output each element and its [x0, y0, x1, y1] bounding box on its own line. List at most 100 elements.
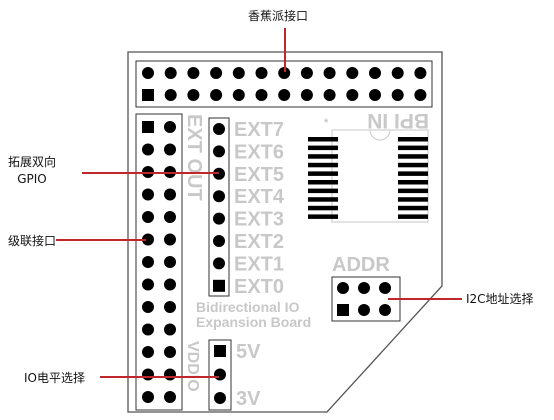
bpi-header-pin — [391, 67, 404, 79]
ic-leg — [308, 137, 338, 142]
bpi-header-pin — [255, 89, 268, 101]
ic-leg — [398, 154, 428, 159]
addr-header-pin — [358, 282, 370, 294]
ext-label: EXT3 — [234, 209, 284, 231]
cascade-header-pin — [164, 233, 176, 246]
ic-leg — [308, 180, 338, 185]
bpi-header-pin — [232, 67, 245, 79]
cascade-header-pin — [164, 368, 176, 381]
5v-silk: 5V — [236, 341, 261, 363]
ic-leg — [308, 154, 338, 159]
addr-silk: ADDR — [332, 254, 390, 276]
bpi-header-pin — [142, 67, 154, 79]
cascade-header-pin — [164, 121, 176, 133]
cascade-header-pin — [142, 121, 154, 133]
ic-leg — [308, 171, 338, 176]
cascade-header-pin — [142, 346, 154, 358]
ic-leg — [398, 171, 428, 176]
cascade-header-pin — [142, 323, 154, 336]
ic-leg — [308, 145, 338, 151]
board-name-line1: Bidirectional IO — [196, 299, 300, 315]
cascade-header-pin — [142, 188, 154, 201]
cascade-header-pin — [142, 301, 154, 313]
ic-leg — [398, 137, 428, 142]
bpi-header-pin — [278, 89, 291, 101]
ext-label: EXT2 — [234, 231, 284, 253]
bpi-header-pin — [187, 89, 200, 101]
bpi-header-pin — [232, 89, 245, 101]
cascade-header-pin — [164, 346, 176, 358]
bpi-header-pin — [255, 67, 268, 79]
addr-header-pin — [379, 304, 391, 316]
ic-leg — [308, 214, 338, 219]
cascade-header — [135, 113, 183, 411]
io-expander-chip — [308, 129, 429, 223]
ic-leg — [398, 214, 428, 219]
bpi-header-pin — [414, 89, 427, 101]
bpi-header-pin — [391, 89, 404, 101]
cascade-header-pin — [164, 143, 176, 156]
pin1-mark: * — [324, 117, 329, 129]
ic-leg — [308, 162, 338, 168]
cascade-header-pin — [142, 211, 154, 223]
addr-header-pin — [337, 304, 349, 316]
ic-leg — [398, 180, 428, 185]
ext-header-pin — [213, 279, 225, 292]
bpi-header-pin — [369, 67, 381, 79]
addr-header-pin — [337, 282, 349, 294]
bpi-header-pin — [164, 89, 177, 101]
ext-header — [208, 117, 230, 297]
ext-label: EXT6 — [234, 141, 284, 163]
label-io-level: IO电平选择 — [24, 371, 85, 385]
vddio-header-pin — [214, 345, 226, 357]
bpi-header-pin — [300, 67, 313, 79]
ic-leg — [308, 205, 338, 211]
cascade-header-pin — [142, 278, 154, 291]
ext-label: EXT0 — [234, 276, 284, 298]
ext-label: EXT7 — [234, 119, 284, 141]
bpi-header-pin — [210, 89, 223, 101]
cascade-header-pin — [142, 368, 154, 381]
cascade-header-pin — [142, 233, 154, 246]
vddio-silk: VDDIO — [184, 341, 201, 392]
addr-header-pin — [358, 304, 370, 316]
ic-leg — [308, 188, 338, 194]
bpi-header-pin — [164, 67, 177, 79]
bpi-header-pin — [210, 67, 223, 79]
ext-header-pin — [213, 145, 225, 158]
bpi-in-silk: BPI IN — [367, 109, 429, 132]
ext-header-pin — [213, 190, 225, 203]
vddio-header — [208, 339, 232, 411]
ext-label: EXT4 — [234, 186, 285, 208]
ext-label: EXT1 — [234, 253, 284, 275]
cascade-header-pin — [164, 323, 176, 336]
label-bpi-interface: 香蕉派接口 — [248, 9, 309, 23]
label-ext-gpio: 拓展双向 GPIO — [8, 155, 57, 186]
ext-header-pin — [213, 235, 225, 247]
label-i2c-addr: I2C地址选择 — [466, 292, 534, 306]
cascade-header-pin — [164, 391, 176, 403]
cascade-header-pin — [142, 256, 154, 268]
bpi-header-pin — [187, 67, 200, 79]
vddio-header-pin — [214, 392, 226, 404]
cascade-header-pin — [142, 143, 154, 156]
3v-silk: 3V — [236, 388, 261, 410]
cascade-header-pin — [164, 256, 176, 268]
ic-leg — [398, 162, 428, 168]
bpi-header-pin — [142, 89, 154, 101]
bpi-header-pin — [323, 89, 336, 101]
bpi-header-pin — [369, 89, 381, 101]
bpi-header-pin — [300, 89, 313, 101]
ext-out-silk: EXT OUT — [183, 114, 205, 201]
vddio-header-pin — [214, 368, 226, 381]
ic-leg — [398, 188, 428, 194]
cascade-header-pin — [142, 391, 154, 403]
bpi-header-pin — [414, 67, 427, 79]
ic-leg — [398, 197, 428, 202]
board-name-line2: Expansion Board — [196, 314, 311, 330]
bpi-header-pin — [346, 67, 359, 79]
bpi-header-pin — [346, 89, 359, 101]
cascade-header-pin — [164, 211, 176, 223]
